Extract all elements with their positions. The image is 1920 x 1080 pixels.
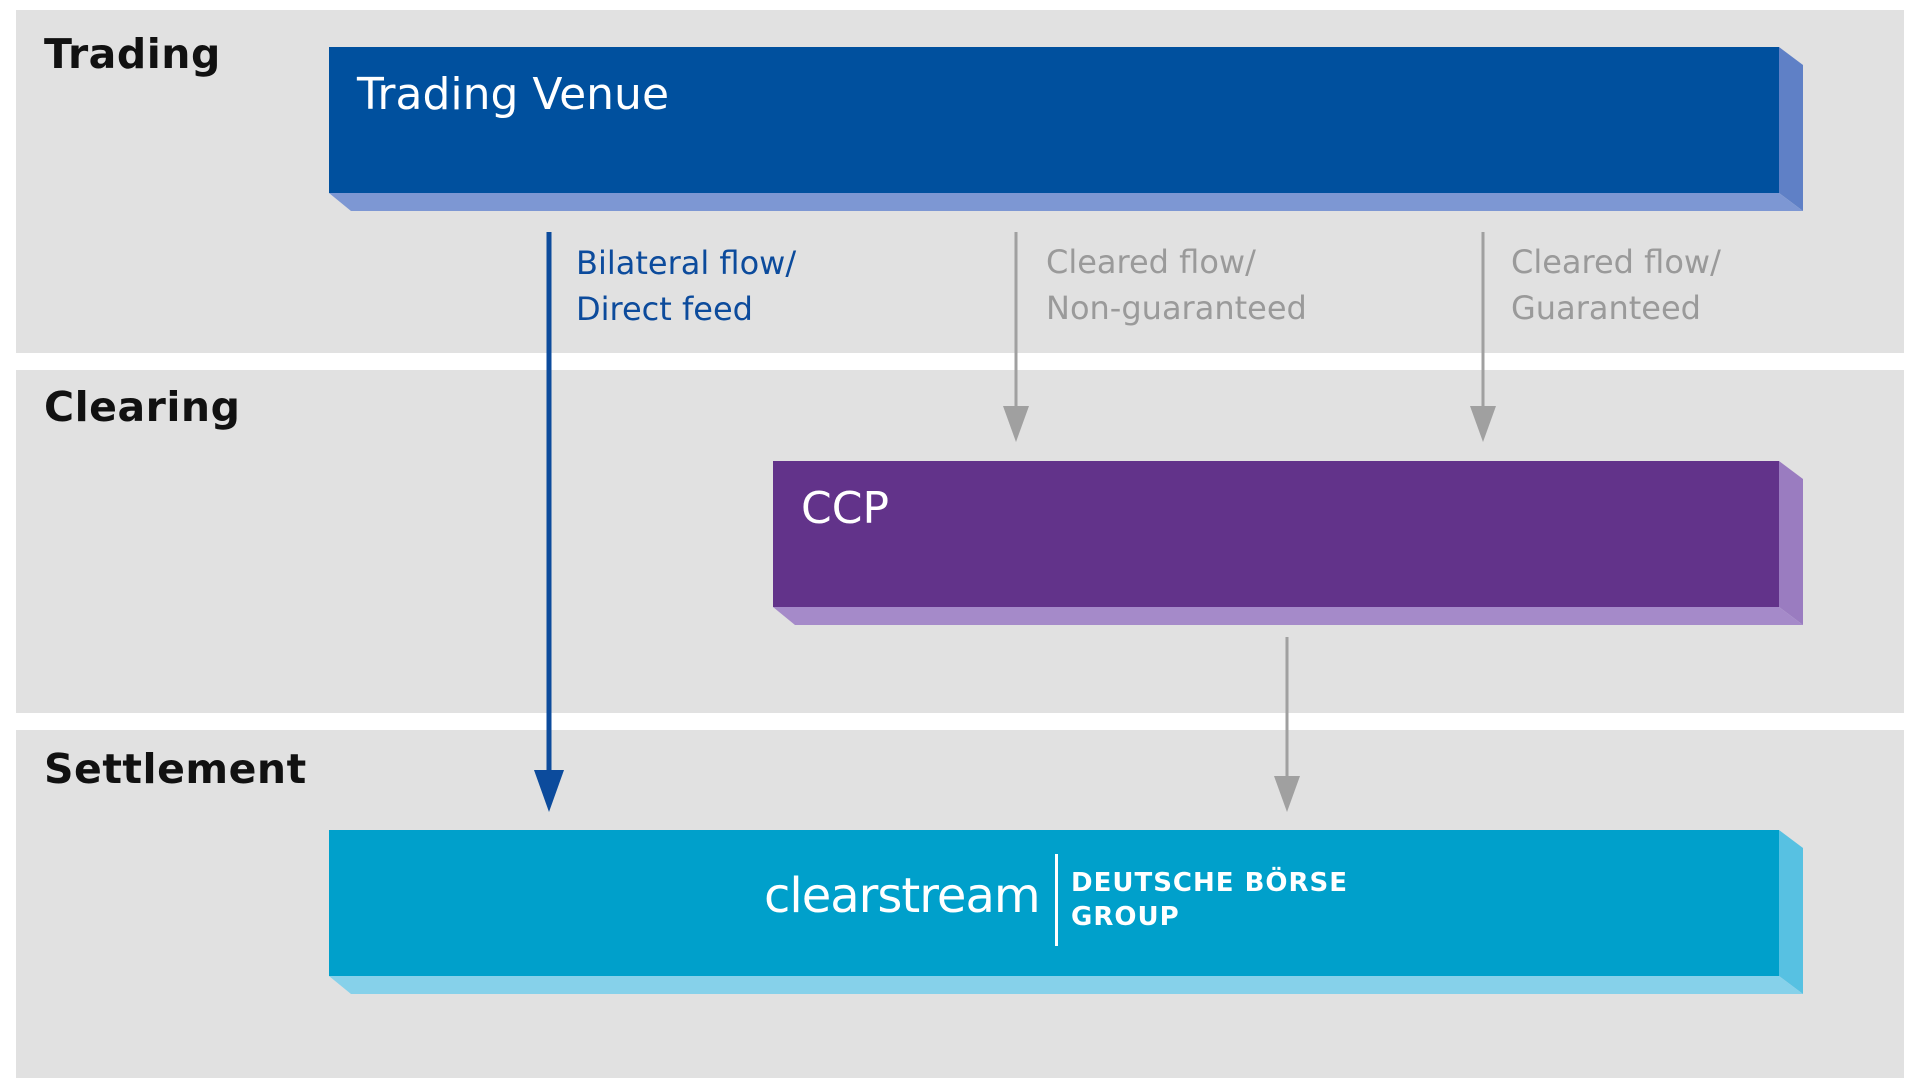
ccp-box: CCP (773, 461, 1803, 625)
trading-venue-box: Trading Venue (329, 47, 1803, 211)
deutsche-boerse-group-label: DEUTSCHE BÖRSE GROUP (1071, 866, 1348, 934)
guaranteed-flow-label: Cleared flow/ Guaranteed (1511, 239, 1721, 331)
trading-venue-box-shape (329, 47, 1803, 211)
bilateral-flow-line-2: Direct feed (576, 290, 753, 328)
stage-label-settlement: Settlement (44, 745, 307, 793)
ccp-box-shape (773, 461, 1803, 625)
stage-label-clearing: Clearing (44, 383, 241, 431)
group-line-2: GROUP (1071, 902, 1180, 932)
logo-divider (1055, 854, 1058, 946)
group-line-1: DEUTSCHE BÖRSE (1071, 868, 1348, 898)
bilateral-arrow (534, 232, 564, 812)
bilateral-flow-label: Bilateral flow/ Direct feed (576, 240, 796, 332)
bilateral-flow-line-1: Bilateral flow/ (576, 244, 797, 282)
ccp-to-settlement-arrow (1274, 637, 1300, 812)
trading-venue-title: Trading Venue (357, 69, 670, 120)
guaranteed-flow-line-1: Cleared flow/ (1511, 243, 1721, 281)
guaranteed-flow-line-2: Guaranteed (1511, 289, 1701, 327)
clearstream-box: clearstream DEUTSCHE BÖRSE GROUP (329, 830, 1803, 994)
non-guaranteed-flow-label: Cleared flow/ Non-guaranteed (1046, 239, 1307, 331)
clearstream-wordmark: clearstream (764, 868, 1041, 924)
non-guaranteed-flow-line-1: Cleared flow/ (1046, 243, 1256, 281)
clearstream-box-shape (329, 830, 1803, 994)
non-guaranteed-arrow (1003, 232, 1029, 442)
guaranteed-arrow (1470, 232, 1496, 442)
non-guaranteed-flow-line-2: Non-guaranteed (1046, 289, 1307, 327)
ccp-title: CCP (801, 483, 889, 534)
stage-label-trading: Trading (44, 30, 221, 78)
